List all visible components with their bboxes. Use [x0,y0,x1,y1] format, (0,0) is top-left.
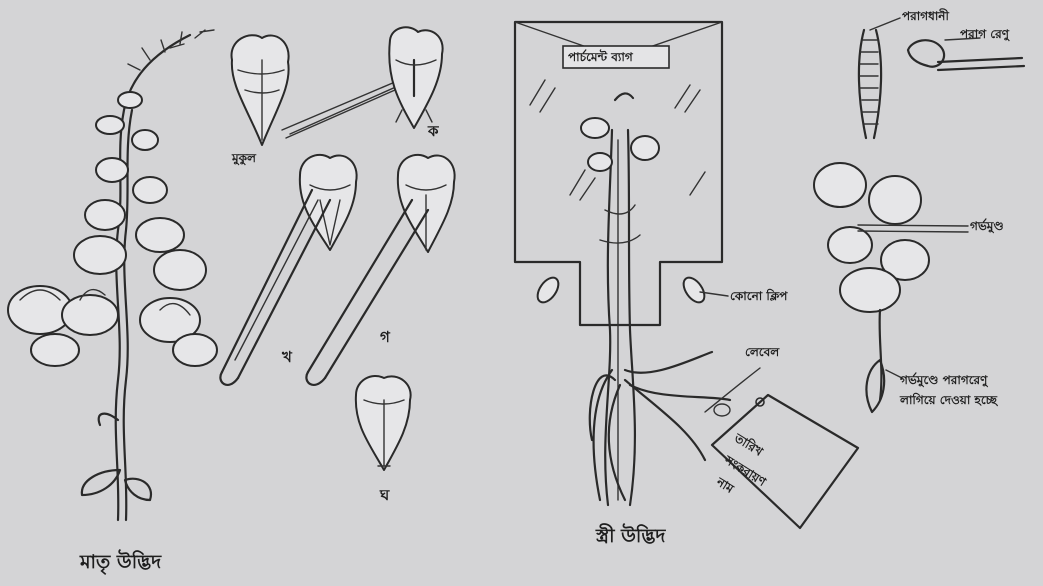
flower-gha-drawing [356,376,411,470]
mother-plant-label: মাতৃ উদ্ভিদ [80,548,161,580]
female-plant-drawing [581,93,730,505]
parchment-bag-label: পার্চমেন্ট ব্যাগ [568,49,633,69]
flower-ka-drawing [389,27,442,128]
bud-drawing [232,35,289,145]
clip-label: কোনো ক্লিপ [730,288,787,308]
pollen-label: পরাগ রেণু [960,26,1009,46]
bud-label: মুকুল [232,150,256,170]
female-plant-label: স্ত্রী উদ্ভিদ [596,522,665,554]
stamen-label: পরাগধানী [902,8,949,28]
flower-ka-label: ক [428,120,439,145]
forceps-drawing [282,82,398,138]
mother-plant-drawing [8,30,217,520]
stigma-label: গর্ভমুণ্ড [970,218,1004,238]
flower-ga-label: গ [380,326,390,351]
flower-kha-label: খ [282,346,292,371]
flower-gha-label: ঘ [380,484,389,509]
pollination-note-line1: গর্ভমুণ্ডে পরাগরেণু [900,372,987,392]
stamen-drawing [859,18,900,138]
label-tag-drawing [705,368,858,528]
label-tag-label: লেবেল [745,344,779,364]
pollination-note-line2: লাগিয়ে দেওয়া হচ্ছে [900,392,997,412]
